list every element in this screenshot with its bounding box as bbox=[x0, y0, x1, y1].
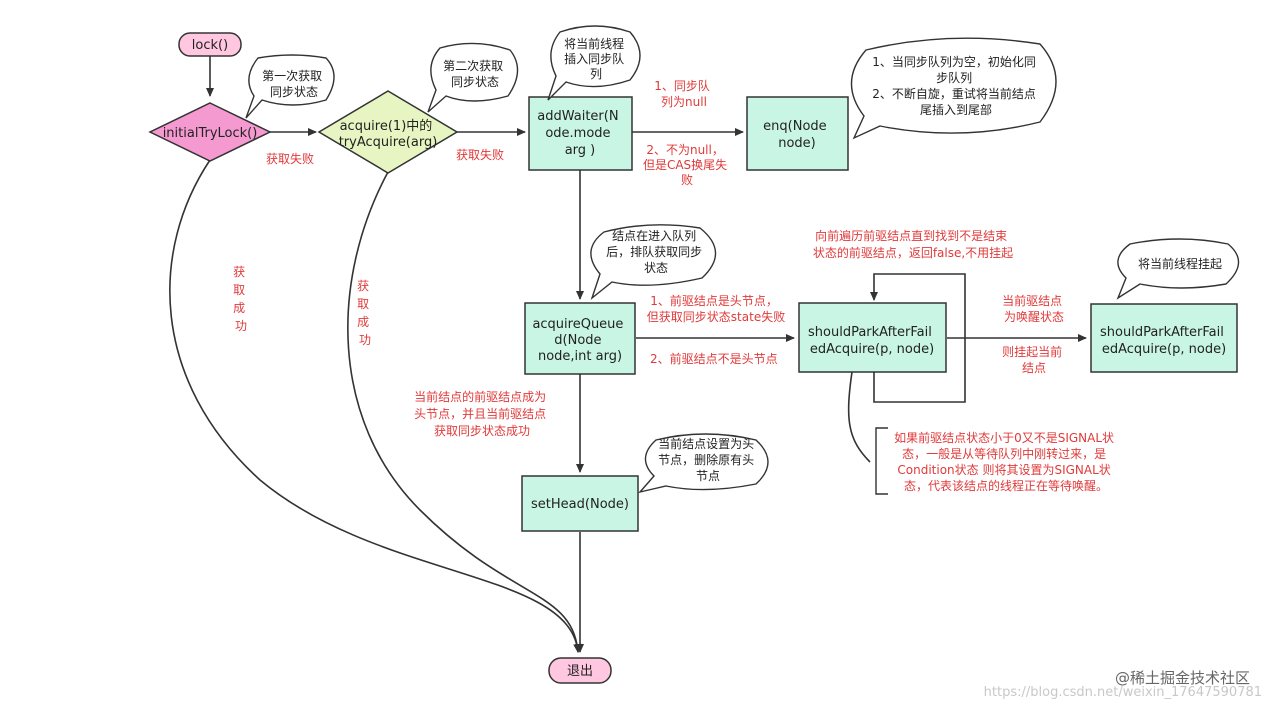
svg-text:将当前线程 插入同步队 列: 将当前线程 插入同步队 列 bbox=[564, 36, 628, 81]
node-tryacquire: acquire(1)中的 tryAcquire(arg) bbox=[317, 90, 459, 174]
svg-text:将当前线程挂起: 将当前线程挂起 bbox=[1138, 256, 1222, 271]
watermark-brand: @稀土掘金技术社区 bbox=[1115, 669, 1250, 687]
node-lock: lock() bbox=[178, 32, 242, 57]
edge-tryacquire-success-to-exit bbox=[347, 171, 582, 653]
node-addwaiter-label: addWaiter(N ode.mode arg ) bbox=[537, 109, 622, 158]
label-not-null: 2、不为null， 但是CAS换尾失 败 bbox=[643, 143, 731, 187]
annotation-bracket bbox=[875, 427, 888, 495]
node-exit-label: 退出 bbox=[567, 664, 593, 679]
annotation-signal-state: 如果前驱结点状态小于0又不是SIGNAL状 态，一般是从等待队列中刚转过来，是 … bbox=[894, 430, 1118, 493]
label-head-success: 当前结点的前驱结点成为 头节点，并且当前驱结点 获取同步状态成功 bbox=[414, 389, 550, 438]
svg-text:当前结点设置为头 节点，删除原有头: 当前结点设置为头 节点，删除原有头 节点 bbox=[658, 436, 758, 483]
node-acquirequeued-label: acquireQueue d(Node node,int arg) bbox=[532, 317, 627, 364]
bubble-enq-note: 1、当同步队列为空，初始化同 步队列 2、不断自旋，重试将当前结点 尾插入到尾部 bbox=[850, 37, 1057, 140]
bubble-sethead-note: 当前结点设置为头 节点，删除原有头 节点 bbox=[638, 433, 769, 494]
edges bbox=[169, 56, 1087, 653]
label-fail-2: 获取失败 bbox=[456, 147, 504, 162]
node-sethead: setHead(Node) bbox=[521, 475, 639, 532]
node-acquirequeued: acquireQueue d(Node node,int arg) bbox=[524, 302, 636, 375]
node-exit: 退出 bbox=[548, 657, 612, 684]
bubble-queue-note: 结点在进入队列 后，排队获取同步 状态 bbox=[590, 224, 717, 301]
svg-text:结点在进入队列 后，排队获取同步 状: 结点在进入队列 后，排队获取同步 状态 bbox=[606, 228, 706, 275]
watermark-url: https://blog.csdn.net/weixin_17647590781 bbox=[984, 685, 1262, 700]
label-traverse: 向前遍历前驱结点直到找到不是结束 状态的前驱结点，返回false,不用挂起 bbox=[813, 228, 1013, 260]
bubble-insert-queue: 将当前线程 插入同步队 列 bbox=[547, 25, 641, 101]
bubble-second-acquire: 第二次获取 同步状态 bbox=[427, 42, 519, 113]
label-head-fail: 1、前驱结点是头节点， 但获取同步状态state失败 bbox=[647, 293, 785, 324]
node-tryacquire-label: acquire(1)中的 tryAcquire(arg) bbox=[339, 118, 438, 150]
label-fail-1: 获取失败 bbox=[266, 151, 314, 166]
node-lock-label: lock() bbox=[192, 38, 228, 53]
node-enq: enq(Node node) bbox=[746, 96, 849, 171]
node-shouldpark-2-label: shouldParkAfterFail edAcquire(p, node) bbox=[1100, 325, 1228, 357]
node-shouldpark-2: shouldParkAfterFail edAcquire(p, node) bbox=[1090, 303, 1238, 373]
edge-shouldpark-loop bbox=[870, 273, 966, 403]
label-suspend: 则挂起当前 结点 bbox=[1002, 344, 1066, 375]
label-success-2: 获 取 成 功 bbox=[357, 279, 373, 347]
label-null-queue: 1、同步队 列为null bbox=[654, 78, 713, 109]
node-sethead-label: setHead(Node) bbox=[531, 497, 629, 512]
bubble-park: 将当前线程挂起 bbox=[1116, 238, 1240, 300]
svg-text:第二次获取 同步状态: 第二次获取 同步状态 bbox=[443, 59, 507, 89]
label-success-1: 获 取 成 功 bbox=[233, 265, 249, 333]
node-initial-trylock: initialTryLock() bbox=[148, 102, 272, 162]
edge-shouldpark-to-annotation bbox=[847, 371, 871, 463]
node-enq-label: enq(Node node) bbox=[763, 119, 831, 151]
node-shouldpark-1-label: shouldParkAfterFail edAcquire(p, node) bbox=[808, 325, 936, 357]
label-not-head: 2、前驱结点不是头节点 bbox=[650, 351, 778, 366]
edge-initial-success-to-exit bbox=[169, 159, 582, 653]
label-signal: 当前驱结点 为唤醒状态 bbox=[1002, 293, 1066, 324]
svg-text:1、当同步队列为空，初始化同 步队列: 1、当同步队列为空，初始化同 步队列 2、不断自旋，重试将当前结点 尾插入到尾部 bbox=[872, 54, 1039, 117]
node-shouldpark-1: shouldParkAfterFail edAcquire(p, node) bbox=[798, 302, 947, 373]
node-initial-trylock-label: initialTryLock() bbox=[163, 126, 258, 141]
node-addwaiter: addWaiter(N ode.mode arg ) bbox=[528, 96, 633, 171]
svg-text:第一次获取 同步状态: 第一次获取 同步状态 bbox=[262, 69, 326, 99]
bubble-first-acquire: 第一次获取 同步状态 bbox=[245, 54, 335, 119]
